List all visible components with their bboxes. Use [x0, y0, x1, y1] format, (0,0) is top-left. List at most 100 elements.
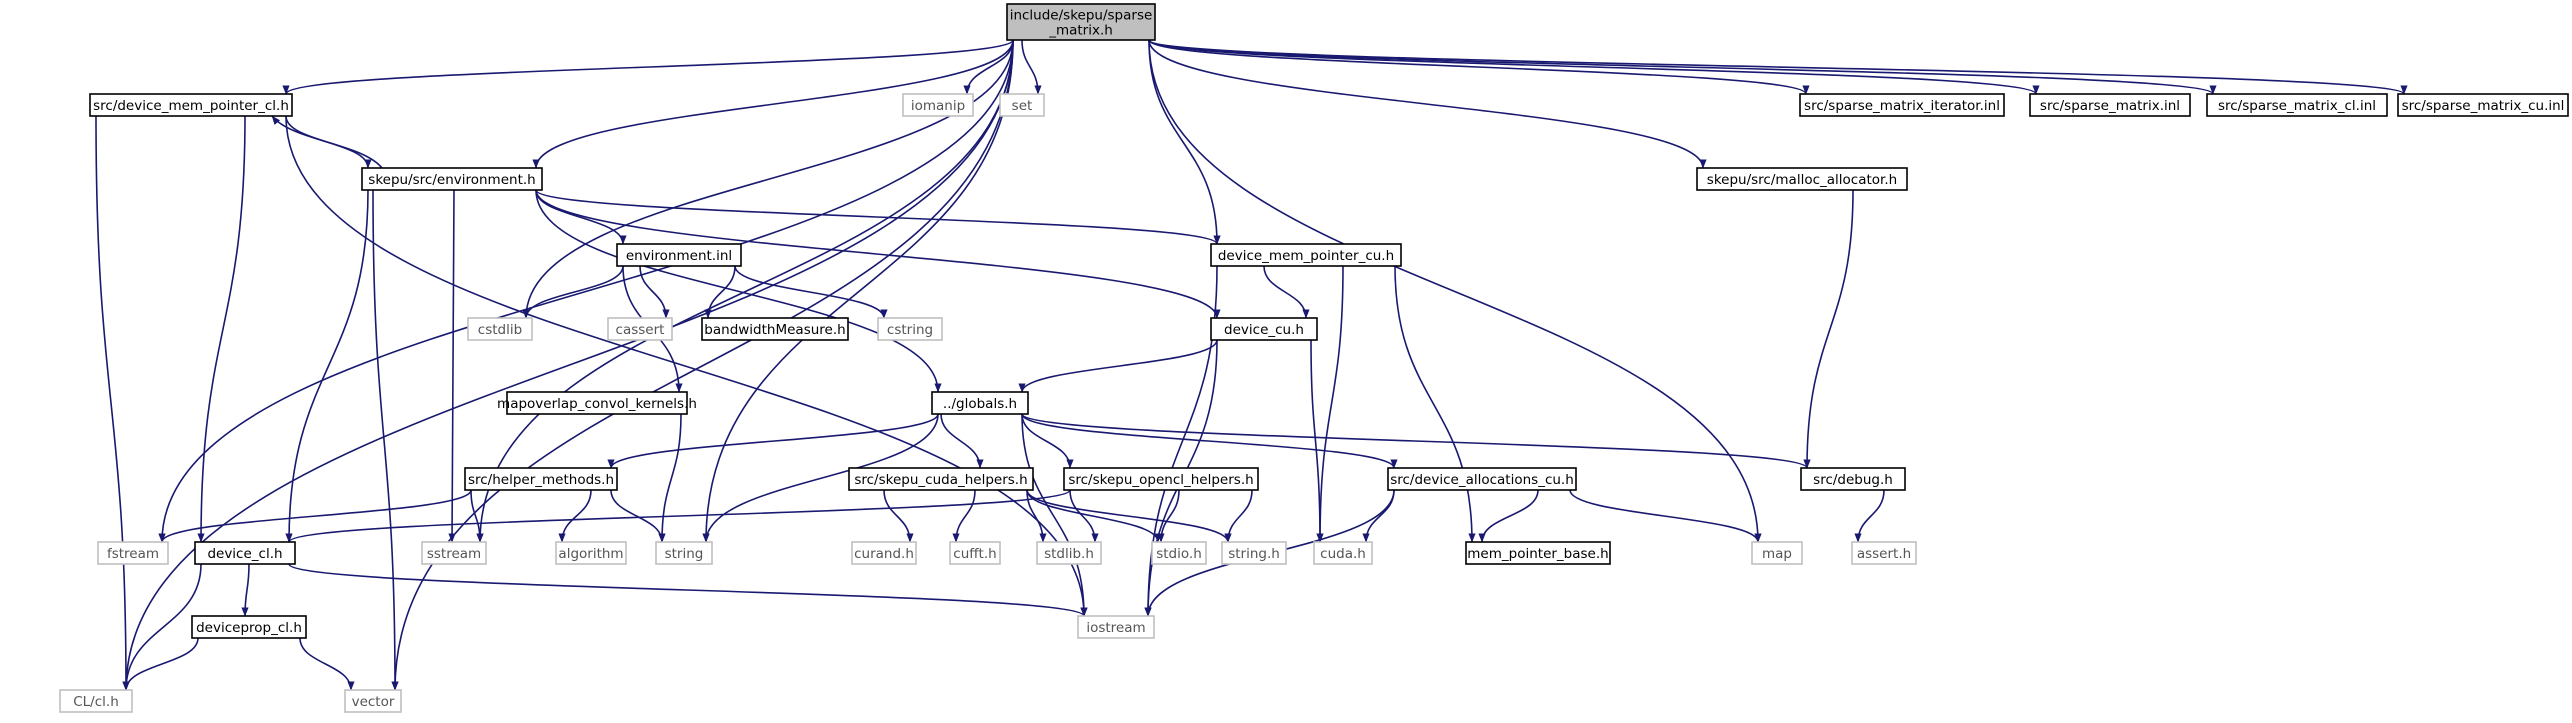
node-stdio-h: stdio.h — [1151, 541, 1207, 565]
node-include-skepu-sparse-matrix-h[interactable]: include/skepu/sparse_matrix.h — [1006, 3, 1156, 41]
edge-root-to-string — [702, 39, 1014, 543]
node-box — [902, 93, 974, 117]
node-label: cufft.h — [953, 546, 996, 562]
node-box — [655, 541, 713, 565]
node-iostream: iostream — [1077, 615, 1155, 639]
node-cl-cl-h: CL/cl.h — [59, 689, 133, 713]
edge-globals-to-string — [702, 413, 939, 543]
edge-cudah-to-stringh — [1026, 489, 1232, 543]
node-src-sparse-matrix-iterator-inl[interactable]: src/sparse_matrix_iterator.inl — [1799, 93, 2005, 117]
edge-oclh-to-stdlib — [1069, 489, 1099, 543]
node-label: deviceprop_cl.h — [196, 620, 302, 636]
node-box — [2029, 93, 2191, 117]
edge-dmpcu-to-devcu — [1263, 265, 1310, 319]
node-box — [361, 167, 543, 191]
edge-mapov-to-string — [658, 413, 682, 543]
node-label: mapoverlap_convol_kernels.h — [497, 396, 697, 412]
node-label: set — [1012, 98, 1033, 114]
node-label: src/skepu_opencl_helpers.h — [1068, 472, 1253, 488]
node-src-sparse-matrix-inl[interactable]: src/sparse_matrix.inl — [2029, 93, 2191, 117]
node-globals-h[interactable]: ../globals.h — [931, 391, 1029, 415]
edge-env-to-globals — [535, 189, 942, 393]
node-skepu-src-environment-h[interactable]: skepu/src/environment.h — [361, 167, 543, 191]
node-box — [506, 391, 688, 415]
node-cassert: cassert — [607, 317, 673, 341]
node-box — [1221, 541, 1287, 565]
node-deviceprop-cl-h[interactable]: deviceprop_cl.h — [191, 615, 307, 639]
node-label: device_mem_pointer_cu.h — [1218, 248, 1394, 264]
node-mapoverlap-convol-kernels-h[interactable]: mapoverlap_convol_kernels.h — [497, 391, 697, 415]
edge-devprop-to-vector — [299, 637, 355, 691]
edge-globals-to-helper — [607, 413, 939, 469]
node-box — [97, 541, 169, 565]
edge-cudah-to-stdlib — [1026, 489, 1047, 543]
edge-helper-to-string — [610, 489, 666, 543]
node-label: vector — [352, 694, 395, 710]
edge-env-to-sstream — [448, 189, 456, 543]
edge-dmpcu-to-cuda — [1316, 265, 1344, 543]
edge-devalloc-to-cuda — [1362, 489, 1395, 543]
edge-envinl-to-cstdlib — [522, 265, 624, 319]
node-device-mem-pointer-cu-h[interactable]: device_mem_pointer_cu.h — [1210, 243, 1402, 267]
node-stdlib-h: stdlib.h — [1036, 541, 1102, 565]
node-label: src/device_mem_pointer_cl.h — [93, 98, 289, 114]
node-box — [2397, 93, 2569, 117]
node-label: src/sparse_matrix_iterator.inl — [1804, 98, 2000, 114]
edge-oclh-to-stdio — [1157, 489, 1180, 543]
node-box — [949, 541, 1001, 565]
node-label: src/skepu_cuda_helpers.h — [854, 472, 1027, 488]
node-src-device-allocations-cu-h[interactable]: src/device_allocations_cu.h — [1387, 467, 1577, 491]
node-label: include/skepu/sparse — [1010, 8, 1153, 24]
node-box — [1006, 3, 1156, 41]
edge-globals-to-debug — [1021, 413, 1811, 469]
edge-devalloc-to-map — [1569, 489, 1762, 543]
node-box — [1210, 243, 1402, 267]
edge-dmpcl-to-clh — [95, 115, 130, 691]
node-box — [1387, 467, 1577, 491]
edge-root-to-set — [1021, 39, 1042, 95]
node-src-device-mem-pointer-cl-h[interactable]: src/device_mem_pointer_cl.h — [89, 93, 293, 117]
node-src-debug-h[interactable]: src/debug.h — [1800, 467, 1906, 491]
node-cuda-h: cuda.h — [1313, 541, 1373, 565]
edge-globals-to-devalloc — [1021, 413, 1398, 469]
node-box — [194, 541, 296, 565]
edge-root-to-dmpcu — [1148, 39, 1221, 245]
node-device-cu-h[interactable]: device_cu.h — [1210, 317, 1318, 341]
node-label: cassert — [616, 322, 665, 338]
node-box — [2206, 93, 2388, 117]
edge-root-to-fstream — [158, 39, 1014, 543]
node-iomanip: iomanip — [902, 93, 974, 117]
node-src-sparse-matrix-cu-inl[interactable]: src/sparse_matrix_cu.inl — [2397, 93, 2569, 117]
node-src-sparse-matrix-cl-inl[interactable]: src/sparse_matrix_cl.inl — [2206, 93, 2388, 117]
node-skepu-src-malloc-allocator-h[interactable]: skepu/src/malloc_allocator.h — [1696, 167, 1908, 191]
node-label: assert.h — [1857, 546, 1911, 562]
node-label: skepu/src/environment.h — [368, 172, 535, 188]
edge-helper-to-sstream — [470, 489, 484, 543]
node-cstdlib: cstdlib — [467, 317, 533, 341]
node-cstring: cstring — [877, 317, 943, 341]
edge-root-to-map — [1148, 39, 1762, 543]
edge-env-to-vector — [372, 189, 399, 691]
node-bandwidthmeasure-h[interactable]: bandwidthMeasure.h — [701, 317, 849, 341]
node-box — [851, 541, 917, 565]
node-map: map — [1751, 541, 1803, 565]
edge-root-to-clh — [122, 39, 1014, 691]
node-label: iomanip — [911, 98, 965, 114]
edge-cudah-to-curand — [883, 489, 914, 543]
node-device-cl-h[interactable]: device_cl.h — [194, 541, 296, 565]
node-mem-pointer-base-h[interactable]: mem_pointer_base.h — [1465, 541, 1611, 565]
node-src-skepu-cuda-helpers-h[interactable]: src/skepu_cuda_helpers.h — [848, 467, 1034, 491]
node-src-skepu-opencl-helpers-h[interactable]: src/skepu_opencl_helpers.h — [1063, 467, 1259, 491]
node-box — [1036, 541, 1102, 565]
node-environment-inl[interactable]: environment.inl — [616, 243, 742, 267]
node-box — [344, 689, 402, 713]
node-label: stdio.h — [1156, 546, 1202, 562]
edge-devalloc-to-mpb — [1478, 489, 1539, 543]
node-src-helper-methods-h[interactable]: src/helper_methods.h — [464, 467, 618, 491]
edge-root-to-dmpcl — [282, 39, 1014, 95]
edge-globals-to-oclh — [1021, 413, 1074, 469]
node-label: sstream — [427, 546, 481, 562]
node-assert-h: assert.h — [1851, 541, 1917, 565]
node-sstream: sstream — [421, 541, 487, 565]
edge-env-to-devcu — [535, 189, 1221, 319]
